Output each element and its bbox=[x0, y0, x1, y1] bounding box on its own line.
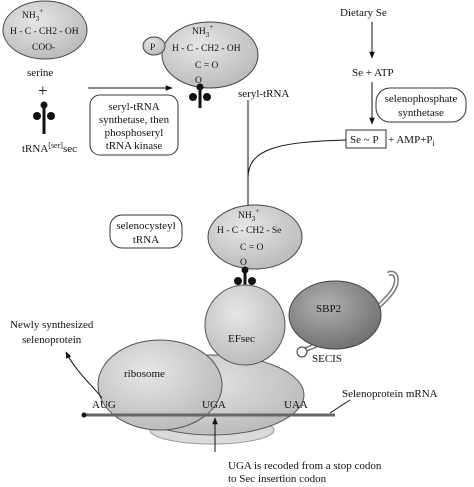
enzyme1-line3: phosphoseryl bbox=[105, 127, 164, 139]
codon-aug: AUG bbox=[92, 399, 116, 411]
sbp2-shape bbox=[288, 280, 382, 350]
ribosome-label: ribosome bbox=[124, 368, 165, 380]
mrna-pointer bbox=[329, 399, 351, 414]
se-p-box bbox=[345, 129, 387, 149]
seryl-ellipse bbox=[161, 21, 259, 89]
seryl-trna-symbol bbox=[189, 83, 211, 108]
efsec-label: EFsec bbox=[228, 333, 255, 345]
secis-ring bbox=[296, 346, 308, 358]
arrow-newly bbox=[65, 351, 103, 399]
plus-sign: + bbox=[38, 81, 48, 100]
codon-uga: UGA bbox=[202, 399, 226, 411]
serine-chain: H - C - CH2 - OH bbox=[10, 27, 79, 37]
arrow-sep-curve bbox=[247, 139, 347, 179]
sec-chain: H - C - CH2 - Se bbox=[217, 226, 281, 236]
enzyme1-line4: tRNA kinase bbox=[106, 140, 163, 152]
mrna-label: Selenoprotein mRNA bbox=[342, 388, 438, 400]
trna-sersec-label: tRNA[ser]sec bbox=[22, 141, 77, 155]
seryl-co: C = O bbox=[195, 61, 218, 71]
serine-ellipse bbox=[2, 0, 88, 60]
ribosome-large bbox=[97, 339, 223, 431]
se-p: Se ~ P bbox=[350, 134, 379, 146]
efsec-circle bbox=[204, 284, 286, 366]
enzyme1-line2: synthetase, then bbox=[99, 114, 170, 126]
seryl-o: O bbox=[195, 76, 202, 86]
recoded-line2: to Sec insertion codon bbox=[228, 473, 327, 485]
codon-uaa: UAA bbox=[284, 399, 308, 411]
sbp2-label: SBP2 bbox=[316, 303, 341, 315]
mrna-5-end bbox=[81, 412, 87, 418]
enzyme2-line2: synthetase bbox=[398, 107, 444, 119]
enzyme1-box bbox=[89, 94, 179, 156]
trna-symbol bbox=[33, 101, 55, 134]
serine-label: serine bbox=[27, 67, 53, 79]
enzyme1-line1: seryl-tRNA bbox=[108, 101, 159, 113]
sec-o: O bbox=[240, 258, 247, 268]
newly-line1: Newly synthesized bbox=[10, 319, 94, 331]
phosphate-p bbox=[142, 36, 166, 56]
selenocysteyl-box bbox=[109, 214, 183, 249]
phosphate-p-label: P bbox=[150, 43, 155, 53]
recoded-line1: UGA is recoded from a stop codon bbox=[228, 460, 382, 472]
sec-ellipse bbox=[207, 204, 303, 270]
seryl-chain: H - C - CH2 - OH bbox=[172, 44, 241, 54]
products: + AMP+Pi bbox=[388, 134, 436, 148]
dietary-se: Dietary Se bbox=[340, 7, 387, 19]
se-atp: Se + ATP bbox=[352, 67, 394, 79]
enzyme2-box bbox=[375, 87, 467, 123]
serine-coo: COO- bbox=[32, 43, 55, 53]
sec-co: C = O bbox=[240, 243, 263, 253]
selenocysteyl-line2: tRNA bbox=[133, 234, 159, 246]
selenocysteyl-line1: selenocysteyl bbox=[116, 220, 175, 232]
seryl-trna-label: seryl-tRNA bbox=[238, 88, 289, 100]
newly-line2: selenoprotein bbox=[22, 334, 82, 346]
secis-label: SECIS bbox=[312, 353, 342, 365]
enzyme2-line1: selenophosphate bbox=[385, 93, 458, 105]
